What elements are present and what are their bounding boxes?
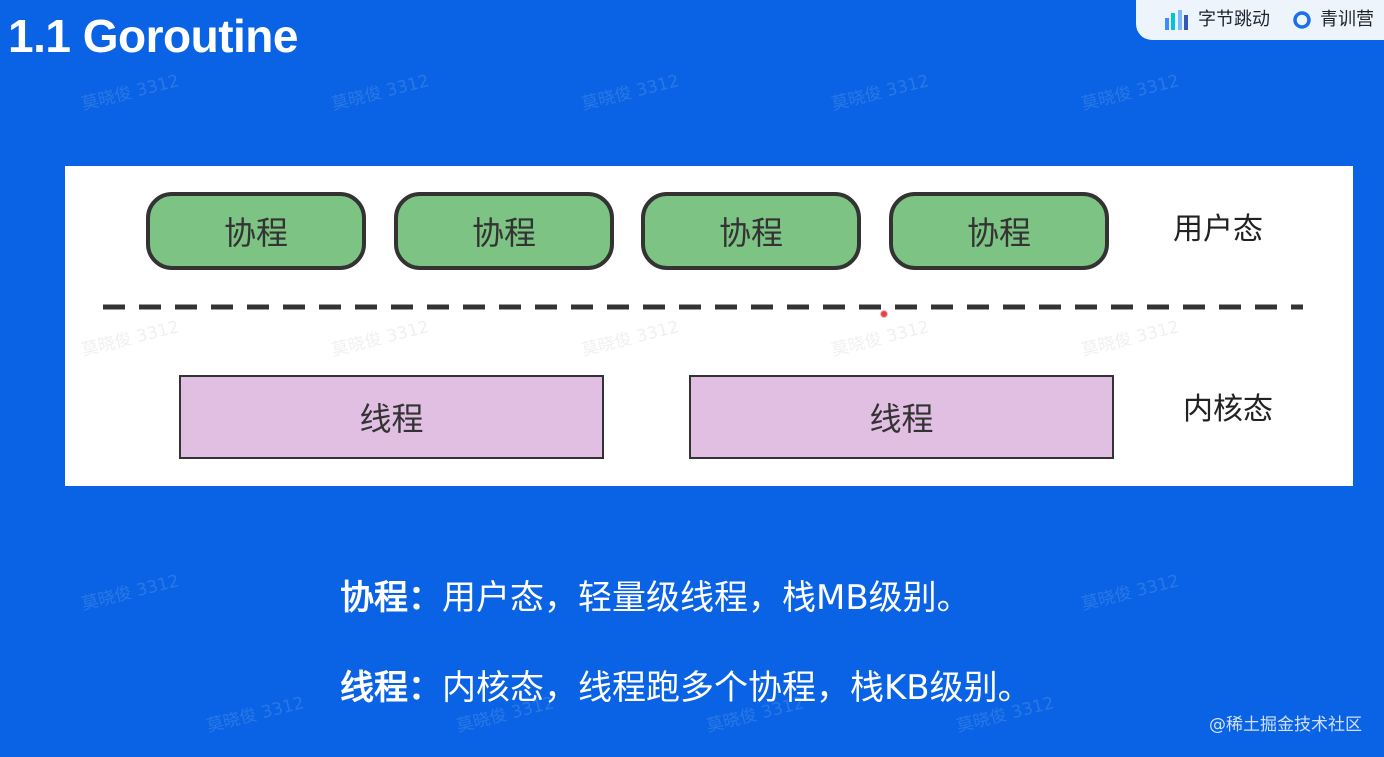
coroutine-node: 协程	[889, 192, 1109, 270]
thread-summary: 线程：内核态，线程跑多个协程，栈KB级别。	[340, 668, 1032, 708]
thread-node: 线程	[689, 375, 1114, 459]
user-mode-label: 用户态	[1173, 212, 1263, 247]
brand-company-name: 字节跳动	[1198, 9, 1270, 30]
pointer-dot	[880, 310, 888, 318]
kernel-mode-label: 内核态	[1183, 392, 1273, 427]
brand-camp-name: 青训营	[1320, 9, 1374, 30]
watermark: 莫晓俊 3312	[329, 71, 432, 115]
watermark: 莫晓俊 3312	[1079, 571, 1182, 615]
watermark: 莫晓俊 3312	[829, 317, 932, 361]
watermark: 莫晓俊 3312	[829, 71, 932, 115]
watermark: 莫晓俊 3312	[79, 71, 182, 115]
coroutine-node: 协程	[394, 192, 614, 270]
watermark: 莫晓俊 3312	[1079, 317, 1182, 361]
thread-term: 线程：	[340, 668, 442, 708]
mode-divider	[103, 304, 1303, 310]
coroutine-node: 协程	[146, 192, 366, 270]
camp-logo-icon	[1293, 11, 1311, 29]
coroutine-node: 协程	[641, 192, 861, 270]
thread-description: 内核态，线程跑多个协程，栈KB级别。	[442, 668, 1032, 708]
watermark: 莫晓俊 3312	[1079, 71, 1182, 115]
watermark: 莫晓俊 3312	[579, 71, 682, 115]
watermark: 莫晓俊 3312	[579, 317, 682, 361]
site-credit: @稀土掘金技术社区	[1209, 715, 1362, 735]
watermark: 莫晓俊 3312	[204, 693, 307, 737]
watermark: 莫晓俊 3312	[79, 571, 182, 615]
thread-node: 线程	[179, 375, 604, 459]
watermark: 莫晓俊 3312	[79, 317, 182, 361]
coroutine-summary: 协程：用户态，轻量级线程，栈MB级别。	[340, 578, 971, 618]
slide-title: 1.1 Goroutine	[8, 10, 298, 62]
bytedance-logo-icon	[1165, 10, 1188, 30]
brand-badge: 字节跳动 青训营	[1136, 0, 1384, 40]
goroutine-diagram: 莫晓俊 3312 莫晓俊 3312 莫晓俊 3312 莫晓俊 3312 莫晓俊 …	[65, 166, 1353, 486]
watermark: 莫晓俊 3312	[329, 317, 432, 361]
coroutine-description: 用户态，轻量级线程，栈MB级别。	[442, 578, 971, 618]
coroutine-term: 协程：	[340, 578, 442, 618]
